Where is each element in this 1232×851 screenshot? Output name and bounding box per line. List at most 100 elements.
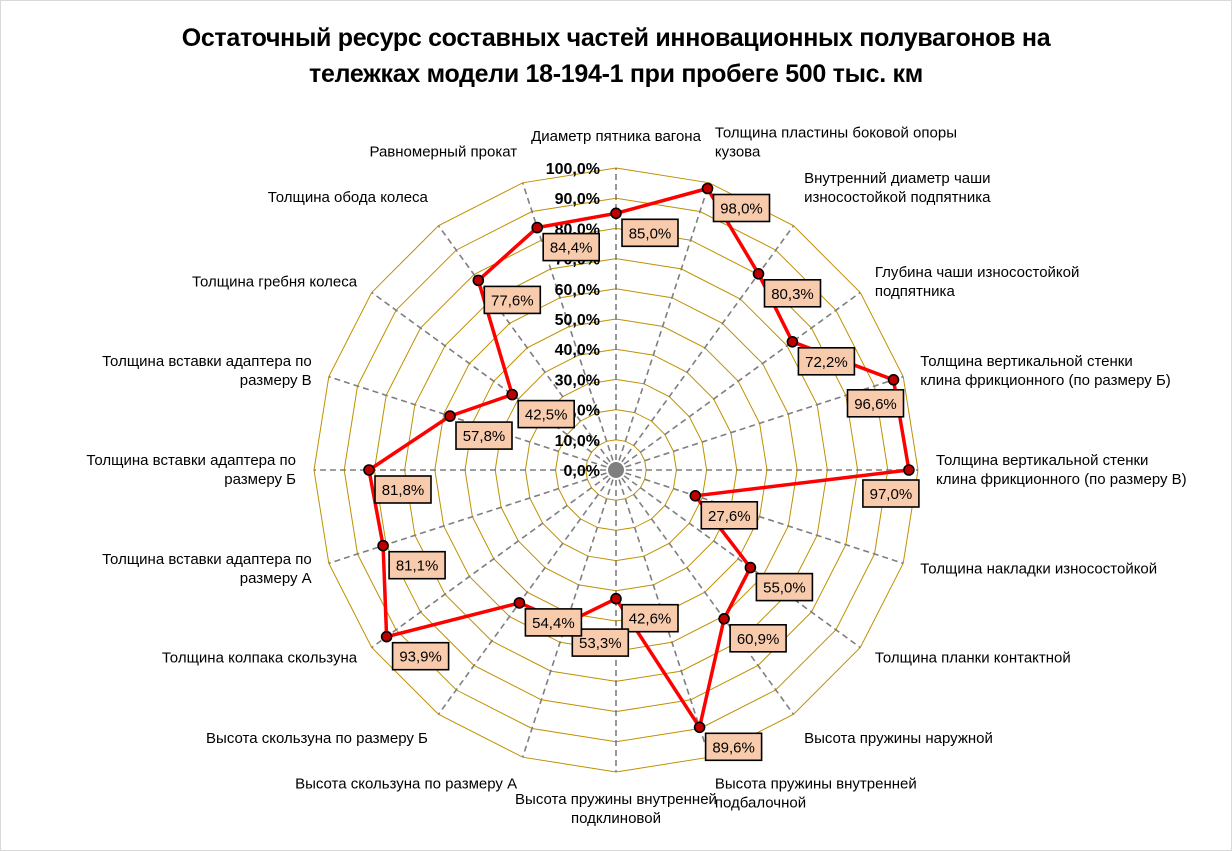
axis-tick-label: 30,0% [555,372,600,389]
category-label-line: кузова [715,144,761,161]
category-label: Толщина вертикальной стенки клина фрикцио… [936,452,1187,488]
category-label-line: подпятника [875,283,956,300]
data-label: 55,0% [763,580,806,597]
chart-title-line-2: тележках модели 18-194-1 при пробеге 500… [309,60,923,88]
chart-title: Остаточный ресурс составных частей иннов… [0,20,1232,92]
category-label-line: Толщина вертикальной стенки [920,353,1132,370]
category-label-line: Высота скользуна по размеру А [295,775,517,792]
series-marker [506,388,519,401]
data-label-box [374,475,432,504]
series-marker [472,274,485,287]
category-label: Высота скользуна по размеру А [295,775,517,792]
category-label-line: размеру В [240,372,312,389]
grid-spoke [615,469,795,715]
axis-tick-labels: 0,0%10,0%20,0%30,0%40,0%50,0%60,0%70,0%8… [546,161,600,480]
category-label-line: размеру Б [224,471,296,488]
category-label: Высота пружины наружной [804,730,993,747]
category-label-line: Высота пружины наружной [804,730,993,747]
data-label: 93,9% [399,649,442,666]
data-label: 81,8% [382,482,425,499]
category-label-line: Толщина обода колеса [268,189,429,206]
series-marker [610,592,622,605]
category-label-line: износостойкой подпятника [804,189,991,206]
category-label-line: Толщина вставки адаптера по [86,452,296,469]
data-label-box [621,218,679,248]
grid-spoke [371,469,617,649]
center-point [608,462,624,478]
category-label: Толщина планки контактной [875,650,1071,667]
category-label-line: Толщина колпака скользуна [162,650,358,667]
axis-tick-label: 60,0% [555,282,600,299]
category-label-line: Высота пружины внутренней [715,775,917,792]
data-label-box [621,603,679,633]
category-label-line: подбалочной [715,794,806,811]
data-label: 80,3% [771,286,814,303]
grid-spoke [615,469,861,649]
data-label: 60,9% [737,631,780,648]
series-marker [377,539,389,552]
grid-spoke [371,291,617,471]
data-label-box [755,572,814,602]
category-label: Толщина вставки адаптера по размеру Б [86,452,296,488]
data-label-box [712,193,771,223]
series-marker [444,410,456,422]
category-label-line: Внутренний диаметр чаши [804,170,990,187]
data-label-box [846,388,905,418]
axis-tick-label: 0,0% [564,463,600,480]
category-label-line: Высота скользуна по размеру Б [206,730,428,747]
data-label: 84,4% [550,240,593,257]
axis-tick-label: 40,0% [555,342,600,359]
data-label: 54,4% [532,615,575,632]
data-label-box [524,608,583,637]
category-label-line: Толщина вставки адаптера по [102,353,312,370]
series-line [367,186,911,730]
grid-spokes [314,168,918,772]
data-label: 77,6% [491,292,534,309]
category-label: Равномерный прокат [369,144,517,161]
data-label: 27,6% [708,508,751,525]
series-marker [786,335,799,348]
grid-spoke [615,469,904,565]
series-marker [701,182,714,195]
category-label: Толщина гребня колеса [192,273,358,290]
category-label-line: Толщина вертикальной стенки [936,452,1148,469]
series-line-group [367,186,911,730]
grid-spoke [615,182,711,471]
data-label: 72,2% [805,354,848,371]
data-label-box [729,623,787,653]
axis-tick-label: 10,0% [555,433,600,450]
category-label: Высота скользуна по размеру Б [206,730,428,747]
data-label-box [483,285,542,315]
grid-spoke [615,291,861,471]
series-marker [744,561,757,574]
series-markers [363,182,915,734]
category-label-line: подклиновой [571,810,661,827]
category-label-line: Глубина чаши износостойкой [875,264,1079,281]
data-label-box [455,421,513,450]
category-label-line: размеру А [240,570,312,587]
grid-spoke [437,225,617,471]
data-label: 97,0% [870,486,913,503]
series-marker [610,207,622,220]
category-label-line: Толщина накладки износостойкой [920,560,1157,577]
axis-tick-label: 90,0% [555,191,600,208]
data-label: 81,1% [396,558,439,575]
data-label: 98,0% [720,201,763,218]
data-label: 96,6% [854,396,897,413]
category-label-line: клина фрикционного (по размеру В) [936,471,1187,488]
series-marker [693,721,706,734]
data-label: 53,3% [579,635,622,652]
category-label: Глубина чаши износостойкой подпятника [875,264,1079,300]
category-label-line: Равномерный прокат [369,144,517,161]
category-label-line: Толщина планки контактной [875,650,1071,667]
axis-tick-label: 100,0% [546,161,600,178]
data-label: 42,6% [629,611,672,628]
series-marker [513,597,526,609]
data-label-box [704,732,763,762]
grid-spoke [437,469,617,715]
